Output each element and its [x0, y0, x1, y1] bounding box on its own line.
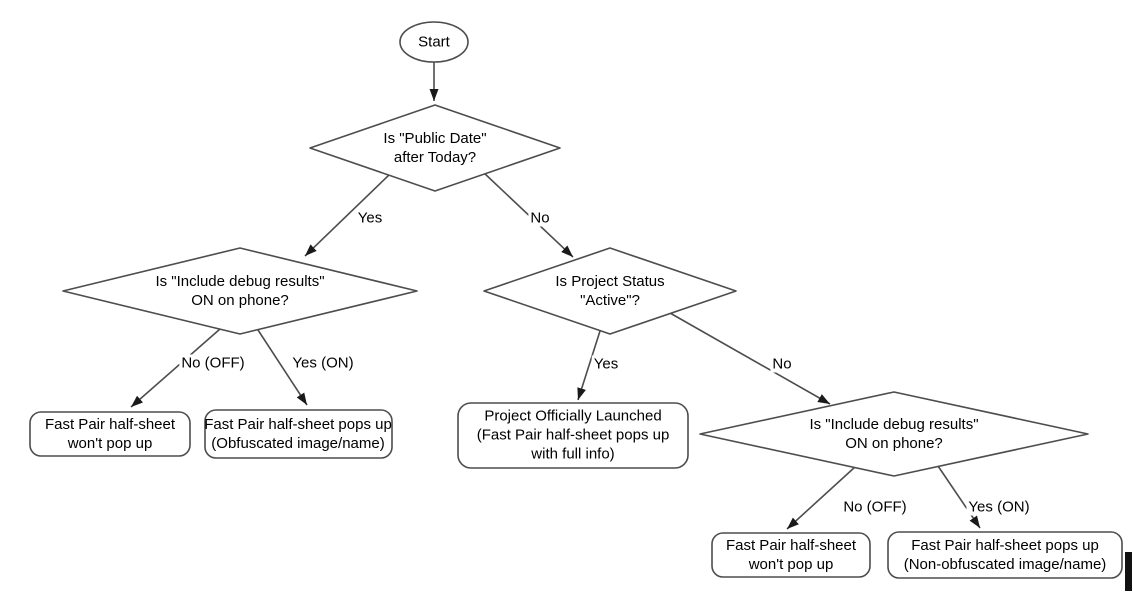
decision-debug-right-diamond	[699, 391, 1089, 477]
decision-project-status-diamond	[483, 247, 737, 335]
edge-debug-left-yes	[257, 329, 308, 406]
result-wont-popup-left-box	[29, 411, 191, 457]
decision-debug-left-diamond	[62, 247, 418, 335]
result-launched-box	[457, 402, 689, 469]
result-wont-popup-right-box	[711, 532, 871, 578]
edge-project-status-yes	[577, 330, 601, 401]
result-obfuscated-box	[204, 409, 393, 459]
edge-debug-right-yes	[937, 465, 981, 529]
result-non-obfuscated-box	[887, 531, 1123, 579]
edge-public-date-no	[482, 171, 574, 258]
edge-debug-left-no	[130, 328, 221, 408]
decision-public-date-diamond	[309, 104, 561, 192]
edge-project-status-no	[669, 312, 831, 405]
edge-debug-right-no	[786, 466, 856, 530]
start-ellipse	[399, 21, 469, 63]
edge-public-date-yes	[304, 173, 391, 257]
text-cursor-bar	[1125, 552, 1132, 591]
